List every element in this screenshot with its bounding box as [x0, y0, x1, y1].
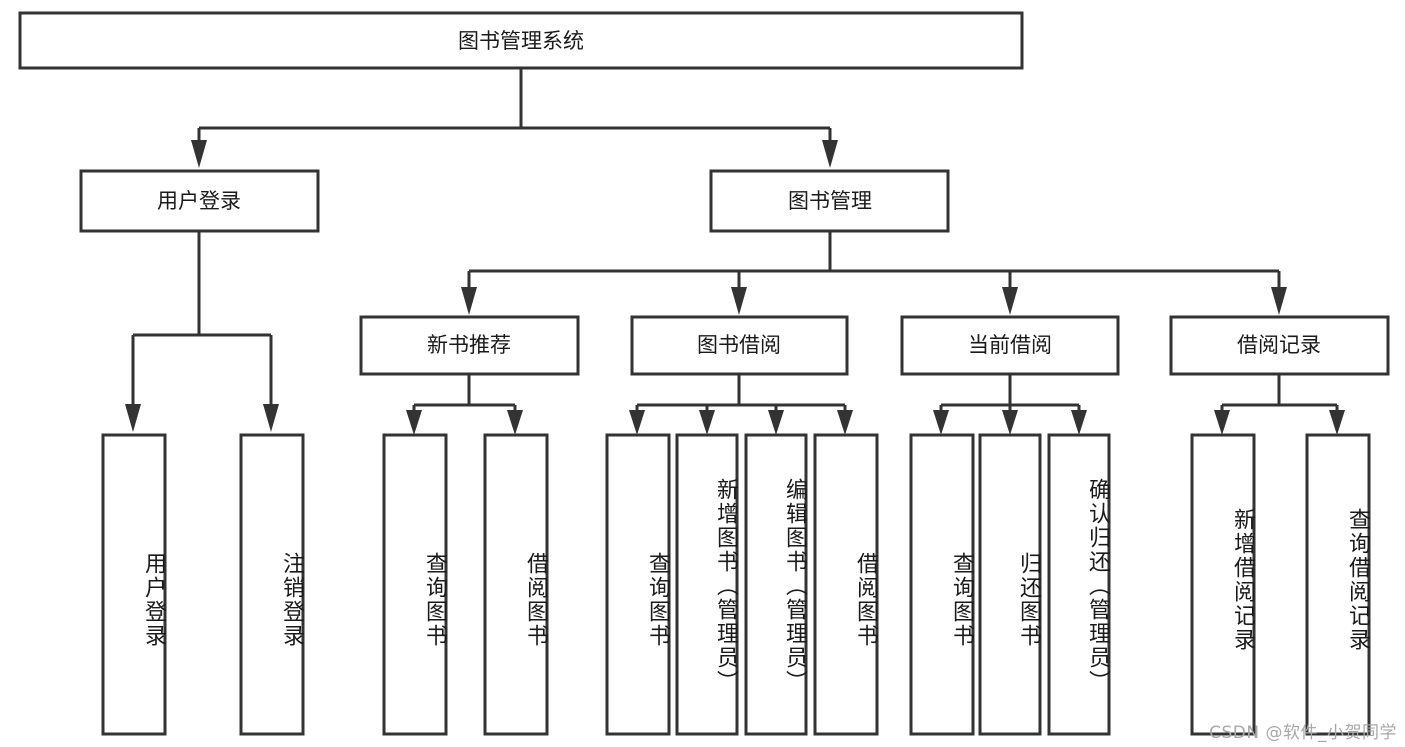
leaf-box-book-borrow-2[interactable]: [744, 433, 808, 736]
leaf-box-user-login-1[interactable]: [239, 433, 305, 736]
connector-book-borrow-leaves: [629, 374, 853, 435]
node-borrow-record[interactable]: 借阅记录: [1169, 315, 1390, 376]
leaf-box-new-book-0[interactable]: [382, 433, 448, 736]
node-root[interactable]: 图书管理系统: [18, 11, 1024, 70]
arrow-head-icon: [461, 287, 477, 315]
connector-new-book-leaves: [406, 374, 523, 435]
node-new-book[interactable]: 新书推荐: [359, 315, 580, 376]
leaf-box-new-book-1[interactable]: [483, 433, 549, 736]
connector-user-login-leaves: [125, 231, 279, 432]
arrow-head-icon: [1071, 410, 1087, 435]
leaf-box-book-borrow-0[interactable]: [605, 433, 671, 736]
arrow-head-icon: [263, 404, 279, 432]
arrow-head-icon: [406, 410, 422, 435]
connector-borrow-record-leaves: [1214, 374, 1345, 435]
arrow-head-icon: [125, 404, 141, 432]
leaf-box-book-borrow-1[interactable]: [675, 433, 739, 736]
arrow-head-icon: [1002, 410, 1018, 435]
leaf-box-book-borrow-3[interactable]: [813, 433, 879, 736]
node-new-book-rect[interactable]: [359, 315, 580, 376]
arrow-head-icon: [822, 140, 838, 168]
arrow-head-icon: [191, 140, 207, 168]
node-book-borrow[interactable]: 图书借阅: [630, 315, 849, 376]
node-current-borrow[interactable]: 当前借阅: [900, 315, 1120, 376]
connector-book-manage-level3: [461, 231, 1287, 315]
arrow-head-icon: [1271, 287, 1287, 315]
leaf-box-current-borrow-2[interactable]: [1047, 433, 1111, 736]
node-root-label: 图书管理系统: [458, 29, 584, 53]
node-current-borrow-rect[interactable]: [900, 315, 1120, 376]
arrow-head-icon: [1329, 410, 1345, 435]
node-borrow-record-label: 借阅记录: [1237, 333, 1321, 357]
watermark-text: CSDN @软件_小贺同学: [1209, 723, 1397, 743]
connector-root-split: [191, 68, 838, 168]
node-user-login-label: 用户登录: [157, 189, 241, 213]
node-user-login[interactable]: 用户登录: [79, 169, 320, 233]
leaf-box-current-borrow-0[interactable]: [909, 433, 975, 736]
arrow-head-icon: [699, 410, 715, 435]
node-user-login-rect[interactable]: [79, 169, 320, 233]
leaf-box-borrow-record-0[interactable]: [1190, 433, 1256, 736]
arrow-head-icon: [629, 410, 645, 435]
arrow-head-icon: [837, 410, 853, 435]
arrow-head-icon: [731, 287, 747, 315]
leaf-box-borrow-record-1[interactable]: [1305, 433, 1371, 736]
leaf-box-user-login-0[interactable]: [101, 433, 167, 736]
node-root-rect[interactable]: [18, 11, 1024, 70]
connector-current-borrow-leaves: [933, 374, 1087, 435]
node-current-borrow-label: 当前借阅: [968, 333, 1052, 357]
leaf-box-current-borrow-1[interactable]: [978, 433, 1042, 736]
arrow-head-icon: [768, 410, 784, 435]
arrow-head-icon: [1214, 410, 1230, 435]
node-book-manage[interactable]: 图书管理: [709, 169, 950, 233]
arrow-head-icon: [507, 410, 523, 435]
node-new-book-label: 新书推荐: [427, 333, 511, 357]
arrow-head-icon: [1002, 287, 1018, 315]
arrow-head-icon: [933, 410, 949, 435]
node-book-manage-label: 图书管理: [788, 189, 872, 213]
node-book-borrow-label: 图书借阅: [697, 333, 781, 357]
